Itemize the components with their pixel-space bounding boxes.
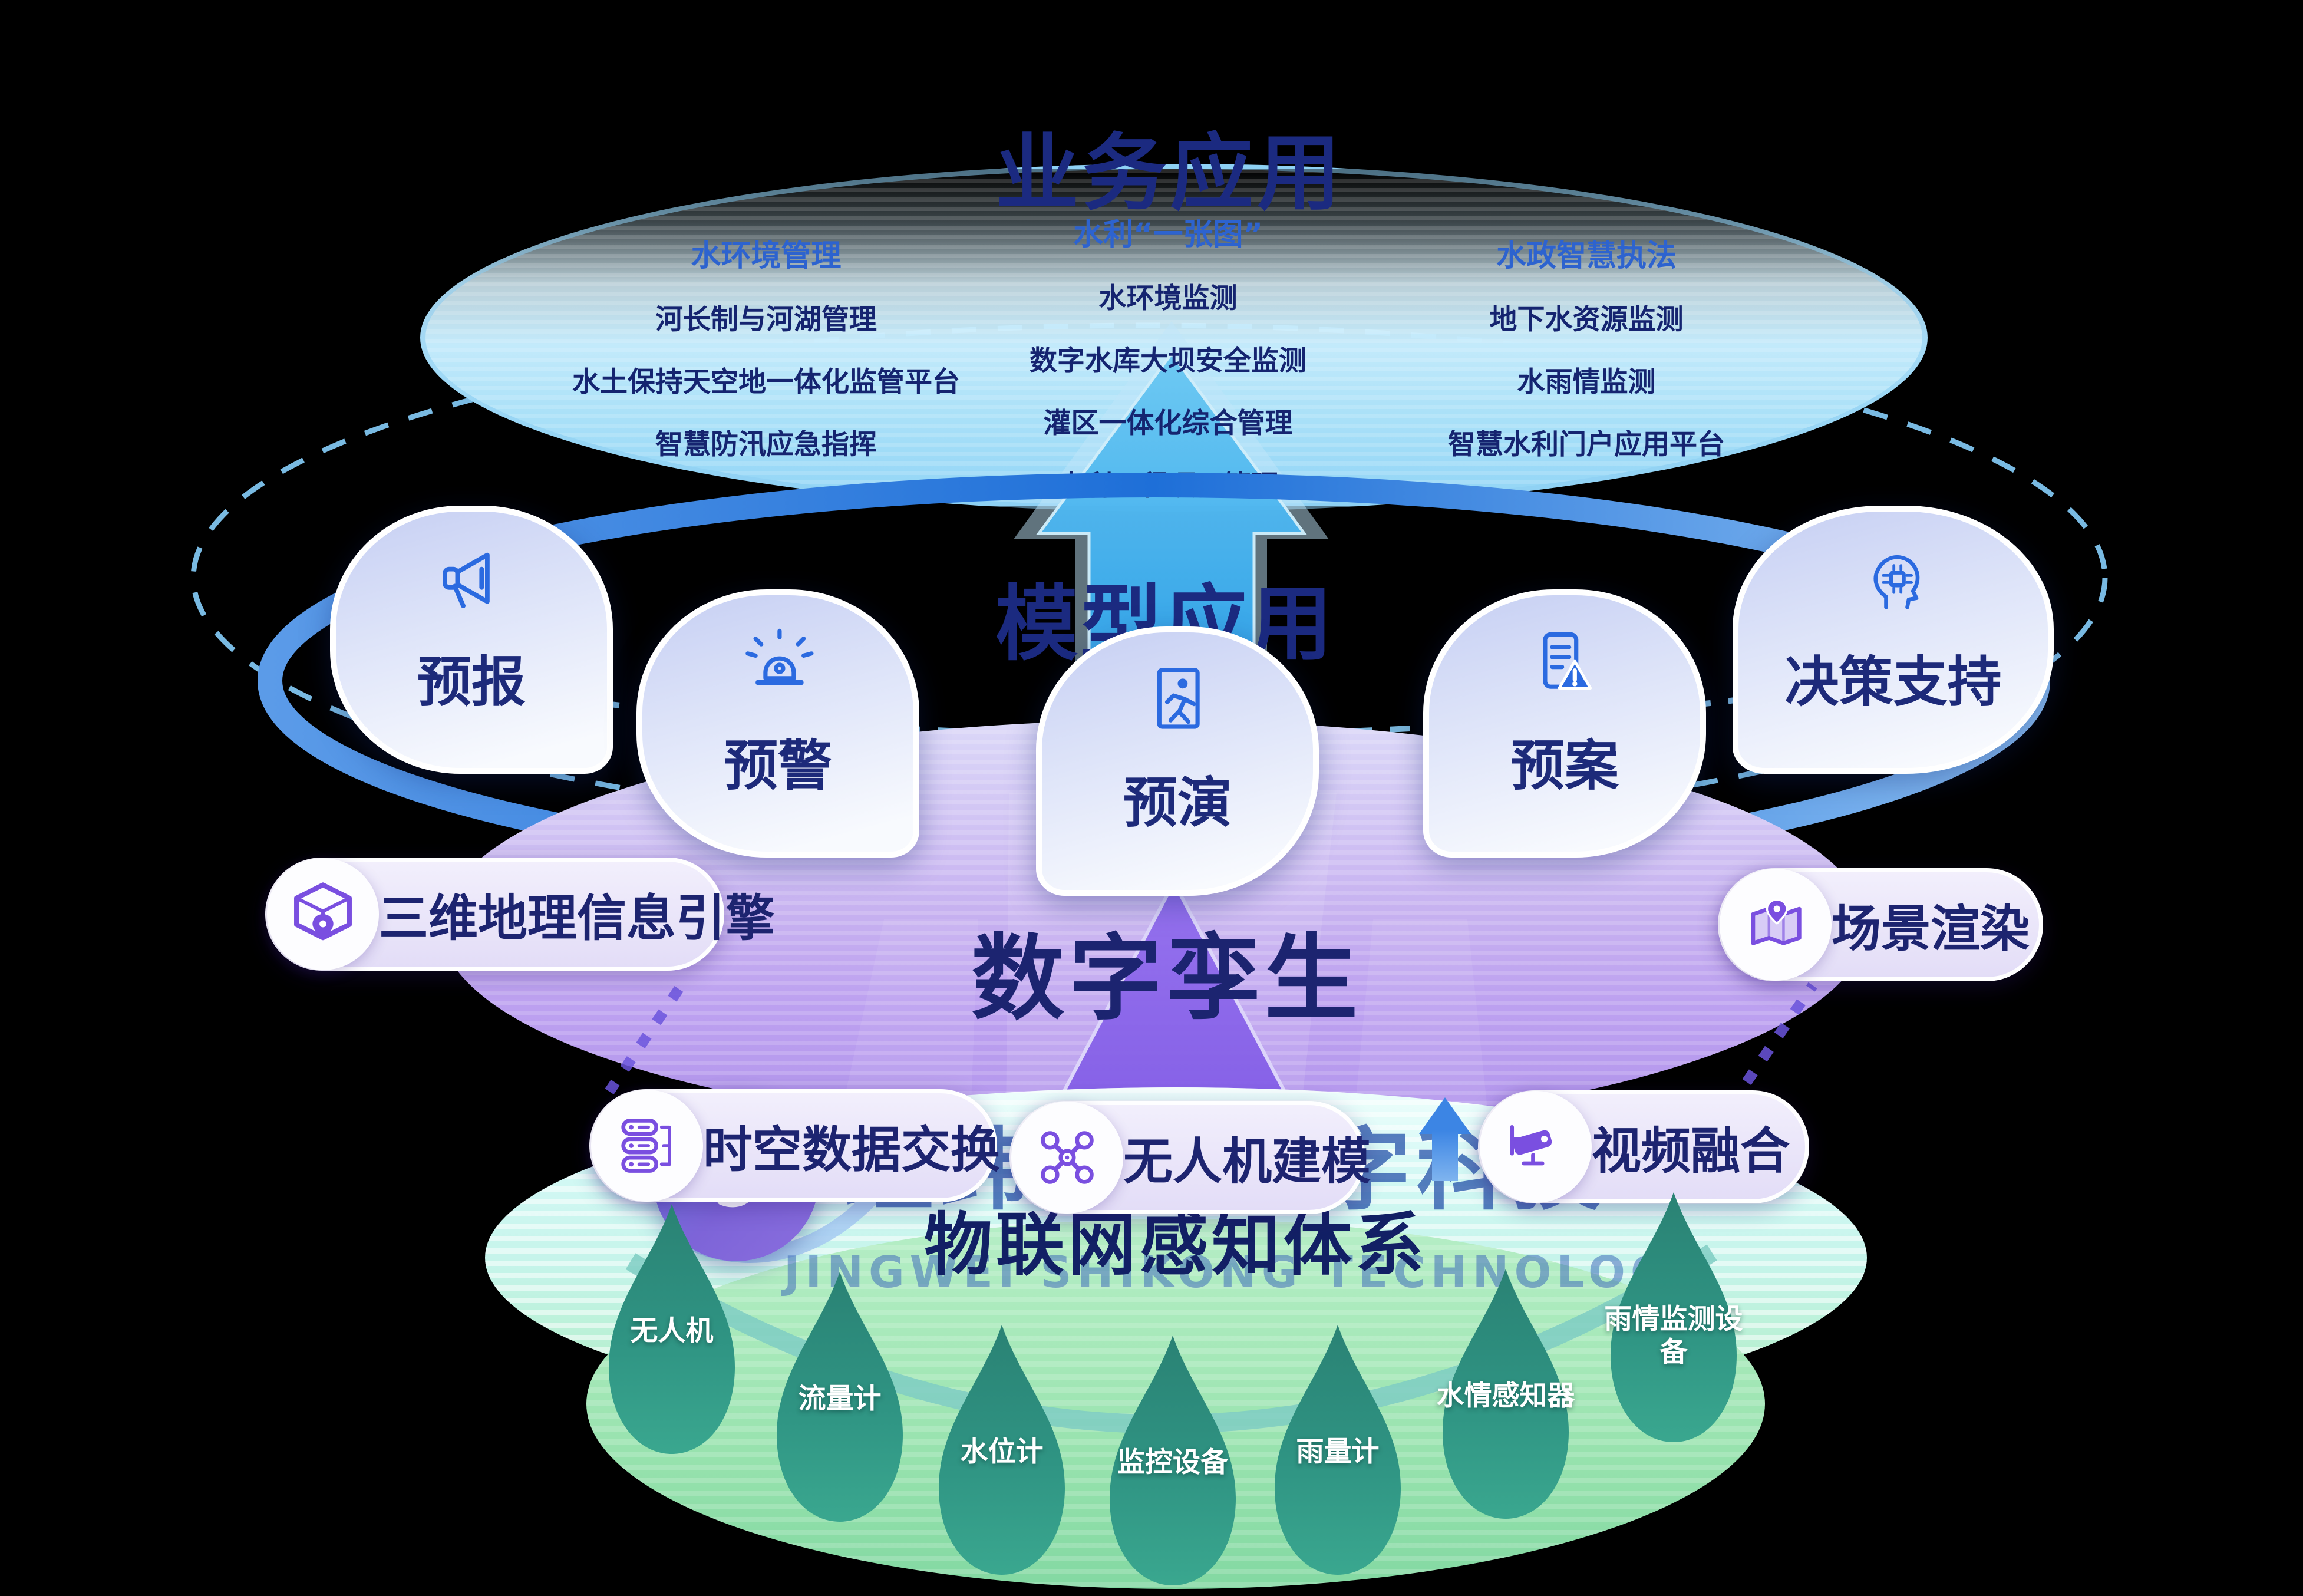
bubble-label: 预报: [417, 651, 526, 714]
column-header: 水政智慧执法: [1496, 239, 1677, 273]
twin-pill-scene-render: 场景渲染: [1718, 868, 2043, 981]
column-item: 水利工程项目管理: [1057, 470, 1279, 502]
drone-icon: [1011, 1102, 1123, 1214]
drop-label: 监控设备: [1117, 1446, 1228, 1479]
twin-pill-data-exchange: 时空数据交换: [589, 1089, 1000, 1202]
drop-label: 水情感知器: [1436, 1379, 1575, 1412]
column-item: 地下水资源监测: [1489, 304, 1684, 336]
bubble-label: 预案: [1510, 734, 1619, 797]
column-item: 水雨情监测: [1517, 366, 1656, 398]
model-bubble-warning: 预警: [636, 589, 919, 858]
bubble-label: 预演: [1123, 771, 1232, 835]
twin-pill-drone-modeling: 无人机建模: [1009, 1101, 1371, 1214]
siren-icon: [741, 626, 815, 700]
pill-label: 视频融合: [1592, 1122, 1790, 1180]
drop-label: 水位计: [960, 1435, 1044, 1468]
column-item: 河长制与河湖管理: [655, 304, 877, 336]
exit-run-icon: [1141, 663, 1215, 737]
drop-label: 雨情监测设备: [1604, 1302, 1743, 1369]
column-item: 智慧防汛应急指挥: [655, 428, 877, 461]
map-pin-icon: [1720, 869, 1832, 981]
iot-drop-water-level: 水位计: [928, 1320, 1075, 1582]
drop-label: 雨量计: [1296, 1435, 1380, 1468]
column-item: 智慧水利门户应用平台: [1448, 428, 1725, 461]
pill-label: 三维地理信息引擎: [379, 889, 776, 947]
pill-label: 时空数据交换: [703, 1120, 1001, 1179]
column-item: 水土保持天空地一体化监管平台: [572, 366, 960, 398]
column-header: 水环境管理: [691, 239, 842, 273]
digital-twin-title: 数字孪生: [971, 925, 1362, 1033]
column-item: 灌区一体化综合管理: [1043, 407, 1293, 440]
bubble-label: 预警: [723, 734, 832, 797]
cube-pin-icon: [267, 858, 379, 970]
model-bubble-rehearsal: 预演: [1036, 626, 1319, 896]
document-alert-icon: [1528, 626, 1602, 700]
iot-drop-uav: 无人机: [598, 1199, 745, 1462]
pill-label: 场景渲染: [1832, 899, 2030, 958]
column-item: 水环境监测: [1098, 282, 1238, 315]
model-bubble-decision-support: 决策支持: [1733, 506, 2054, 774]
business-layer-title: 业务应用: [995, 125, 1344, 222]
iot-drop-flow-meter: 流量计: [766, 1267, 913, 1529]
iot-drop-water-sensor: 水情感知器: [1432, 1264, 1579, 1526]
iot-drop-rain-gauge: 雨量计: [1264, 1320, 1411, 1582]
drop-label: 流量计: [798, 1382, 882, 1415]
model-bubble-forecast: 预报: [330, 506, 613, 774]
cctv-camera-icon: [1480, 1091, 1592, 1203]
twin-pill-video-fusion: 视频融合: [1478, 1090, 1809, 1203]
twin-pill-gis-engine: 三维地理信息引擎: [265, 858, 775, 971]
iot-drop-surveillance: 监控设备: [1099, 1331, 1246, 1593]
megaphone-icon: [435, 542, 509, 616]
column-header: 水利“一张图”: [1073, 217, 1263, 252]
ai-head-icon: [1856, 542, 1930, 616]
pill-label: 无人机建模: [1123, 1132, 1371, 1191]
bubble-label: 决策支持: [1784, 651, 2002, 714]
column-item: 数字水库大坝安全监测: [1030, 345, 1306, 377]
iot-drop-rain-monitor: 雨情监测设备: [1600, 1188, 1747, 1450]
drop-label: 无人机: [630, 1314, 714, 1347]
model-bubble-plan: 预案: [1423, 589, 1706, 858]
business-column-law: 水政智慧执法 地下水资源监测 水雨情监测 智慧水利门户应用平台: [1351, 231, 1822, 462]
server-stack-icon: [591, 1090, 703, 1202]
